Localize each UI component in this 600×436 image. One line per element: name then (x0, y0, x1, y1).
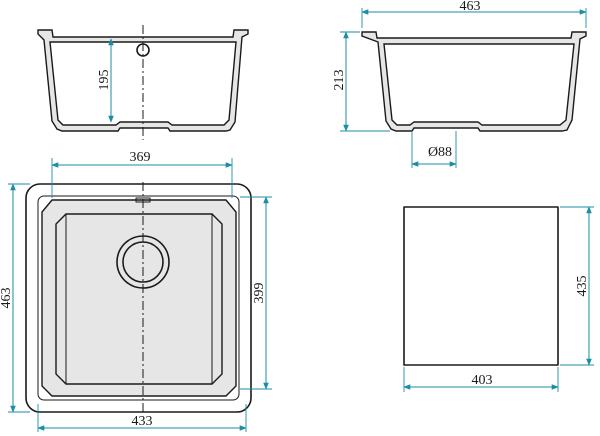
overflow-slot (135, 197, 151, 203)
dimension-label-side-width: 463 (460, 0, 481, 14)
sink-rim-inner-edge (37, 195, 240, 401)
dimension-label-inner-height: 399 (252, 283, 267, 304)
side-section-view: 463 213 Ø88 (332, 0, 587, 168)
dimension-label-cutout-width: 403 (472, 373, 493, 388)
dimension-front-depth: 195 (97, 38, 114, 123)
sink-outer-rim (25, 183, 252, 413)
dimension-label-cutout-height: 435 (575, 276, 590, 297)
cutout-template-view: 435 403 (403, 206, 594, 392)
side-section-profile (361, 31, 587, 132)
front-section-profile (37, 29, 249, 132)
top-plan-view: 369 463 399 433 (0, 150, 272, 432)
front-section-view: 195 (37, 25, 249, 140)
dimension-label-side-height: 213 (332, 70, 347, 91)
dimension-label-inner-width: 369 (130, 150, 151, 165)
bowl-sloped-walls (41, 199, 237, 397)
dimension-side-width: 463 (361, 0, 587, 15)
dimension-cutout-width: 403 (403, 373, 559, 390)
dimension-label-drain-diameter: Ø88 (428, 145, 452, 160)
dimension-outer-width: 433 (37, 414, 247, 431)
dimension-inner-width: 369 (51, 150, 233, 168)
bowl-bottom (65, 213, 213, 385)
cutout-rectangle (403, 206, 559, 366)
dimension-inner-height: 399 (252, 196, 269, 390)
dimension-label-outer-height: 463 (0, 288, 14, 309)
dimension-label-front-depth: 195 (97, 70, 112, 91)
dimension-label-outer-width: 433 (132, 414, 153, 429)
dimension-side-height: 213 (332, 31, 349, 132)
dimension-cutout-height: 435 (575, 206, 592, 366)
dimension-drain-diameter: Ø88 (411, 145, 457, 167)
dimension-outer-height: 463 (0, 183, 16, 413)
